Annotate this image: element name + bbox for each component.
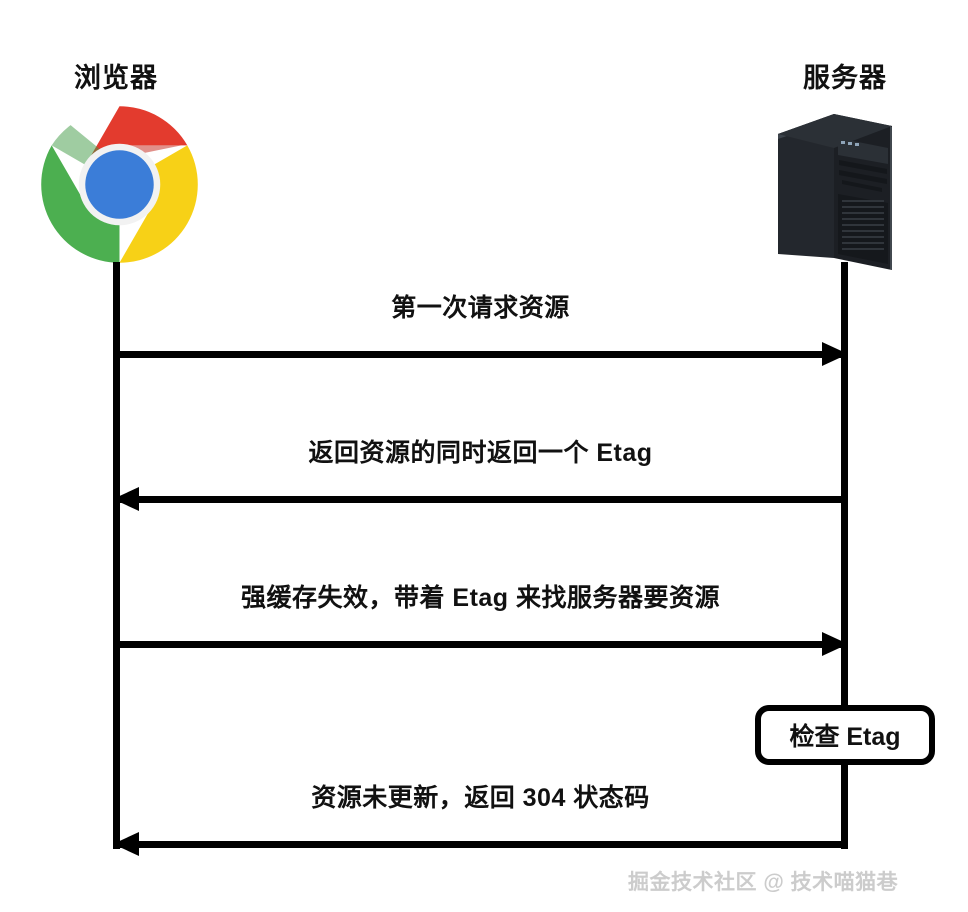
message-arrow-line [113, 487, 845, 511]
actor-label-server: 服务器 [803, 63, 887, 93]
arrow-head-left-icon [113, 487, 139, 511]
chrome-logo-icon [38, 103, 201, 266]
message-label: 返回资源的同时返回一个 Etag [308, 439, 653, 467]
process-box-label: 检查 Etag [789, 723, 901, 751]
message-row: 返回资源的同时返回一个 Etag [113, 433, 848, 511]
lifeline-server [841, 262, 848, 849]
message-arrow-line [113, 832, 845, 856]
message-arrow-line [116, 342, 848, 366]
server-tower-icon [772, 108, 908, 270]
arrow-head-right-icon [822, 342, 848, 366]
message-label: 资源未更新，返回 304 状态码 [311, 784, 650, 812]
message-arrow-line [116, 632, 848, 656]
watermark: 掘金技术社区 @ 技术喵猫巷 [628, 871, 899, 894]
arrow-head-right-icon [822, 632, 848, 656]
message-label: 强缓存失效，带着 Etag 来找服务器要资源 [240, 584, 721, 612]
message-row: 强缓存失效，带着 Etag 来找服务器要资源 [113, 578, 848, 656]
lifeline-browser [113, 262, 120, 849]
message-row: 第一次请求资源 [113, 288, 848, 366]
arrow-head-left-icon [113, 832, 139, 856]
actor-label-browser: 浏览器 [74, 63, 158, 93]
process-box-check-etag: 检查 Etag [755, 705, 935, 765]
message-row: 资源未更新，返回 304 状态码 [113, 778, 848, 856]
message-label: 第一次请求资源 [391, 294, 570, 322]
